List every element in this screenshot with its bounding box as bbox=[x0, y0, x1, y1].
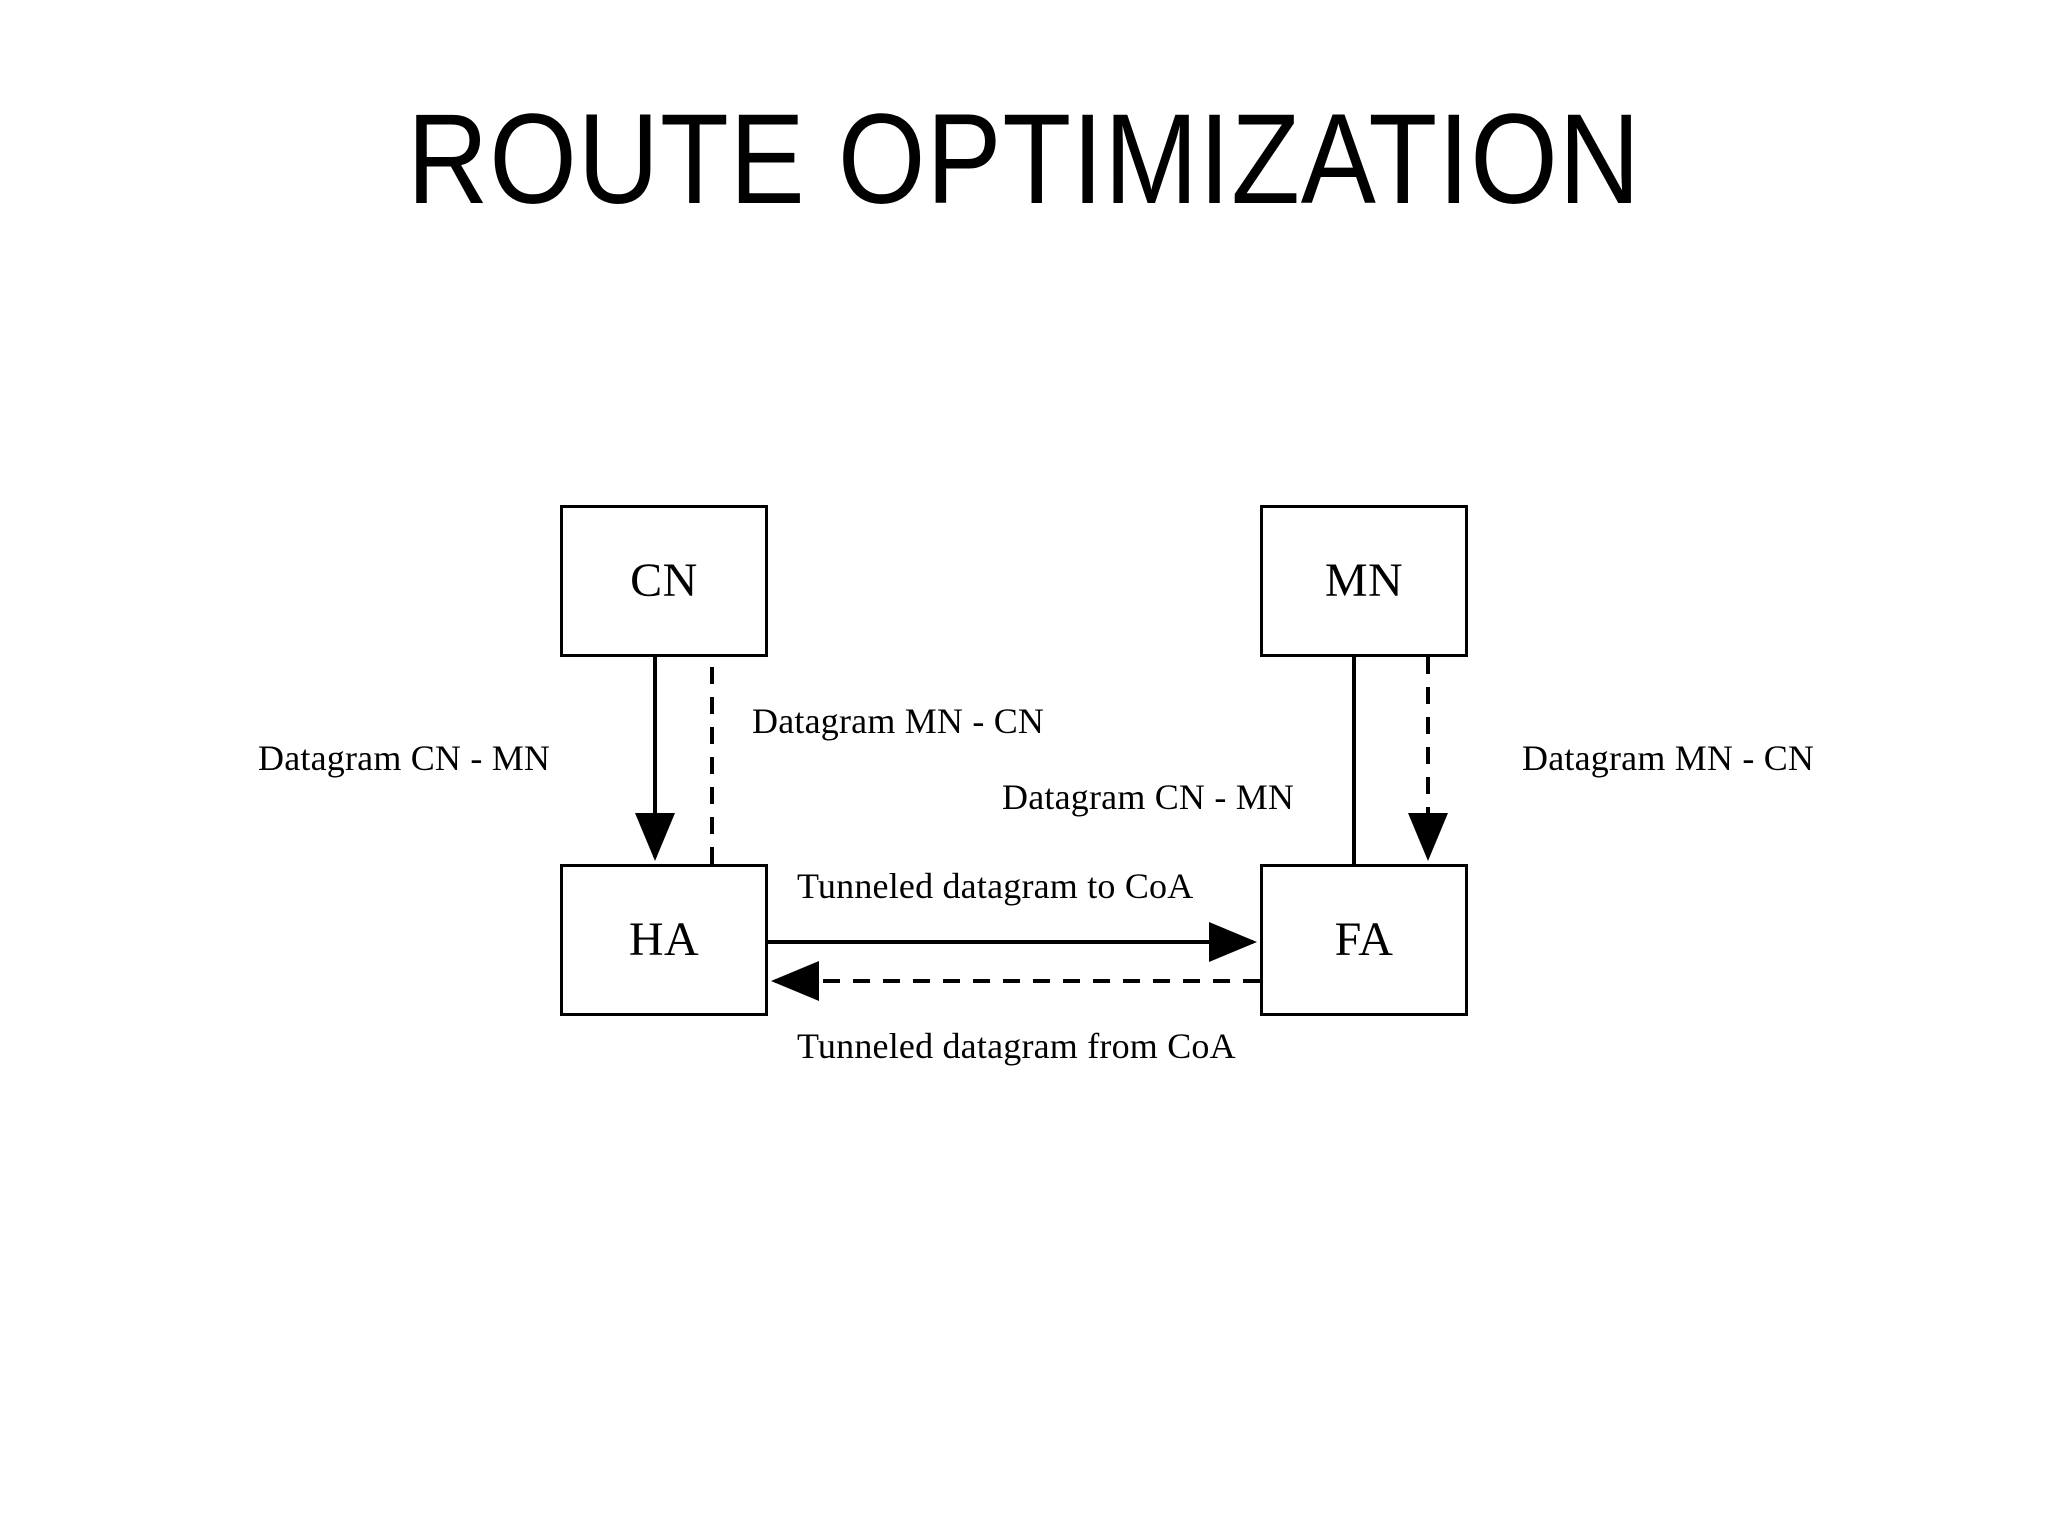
node-fa-label: FA bbox=[1334, 913, 1394, 966]
node-mn-label: MN bbox=[1324, 554, 1404, 607]
node-mn[interactable]: MN bbox=[1260, 505, 1468, 657]
edge-label-datagram-cn-mn-middle: Datagram CN - MN bbox=[1002, 777, 1295, 817]
page-title: ROUTE OPTIMIZATION bbox=[407, 88, 1641, 231]
edge-label-tunneled-from-coa: Tunneled datagram from CoA bbox=[797, 1026, 1236, 1066]
node-cn-label: CN bbox=[630, 554, 698, 607]
edge-label-tunneled-to-coa: Tunneled datagram to CoA bbox=[797, 866, 1194, 906]
edge-label-datagram-cn-mn-left: Datagram CN - MN bbox=[258, 738, 551, 778]
node-ha[interactable]: HA bbox=[560, 864, 768, 1016]
edge-label-datagram-mn-cn-right: Datagram MN - CN bbox=[1522, 738, 1815, 778]
node-fa[interactable]: FA bbox=[1260, 864, 1468, 1016]
node-cn[interactable]: CN bbox=[560, 505, 768, 657]
node-ha-label: HA bbox=[628, 913, 700, 966]
edge-label-datagram-mn-cn-top: Datagram MN - CN bbox=[752, 701, 1045, 741]
